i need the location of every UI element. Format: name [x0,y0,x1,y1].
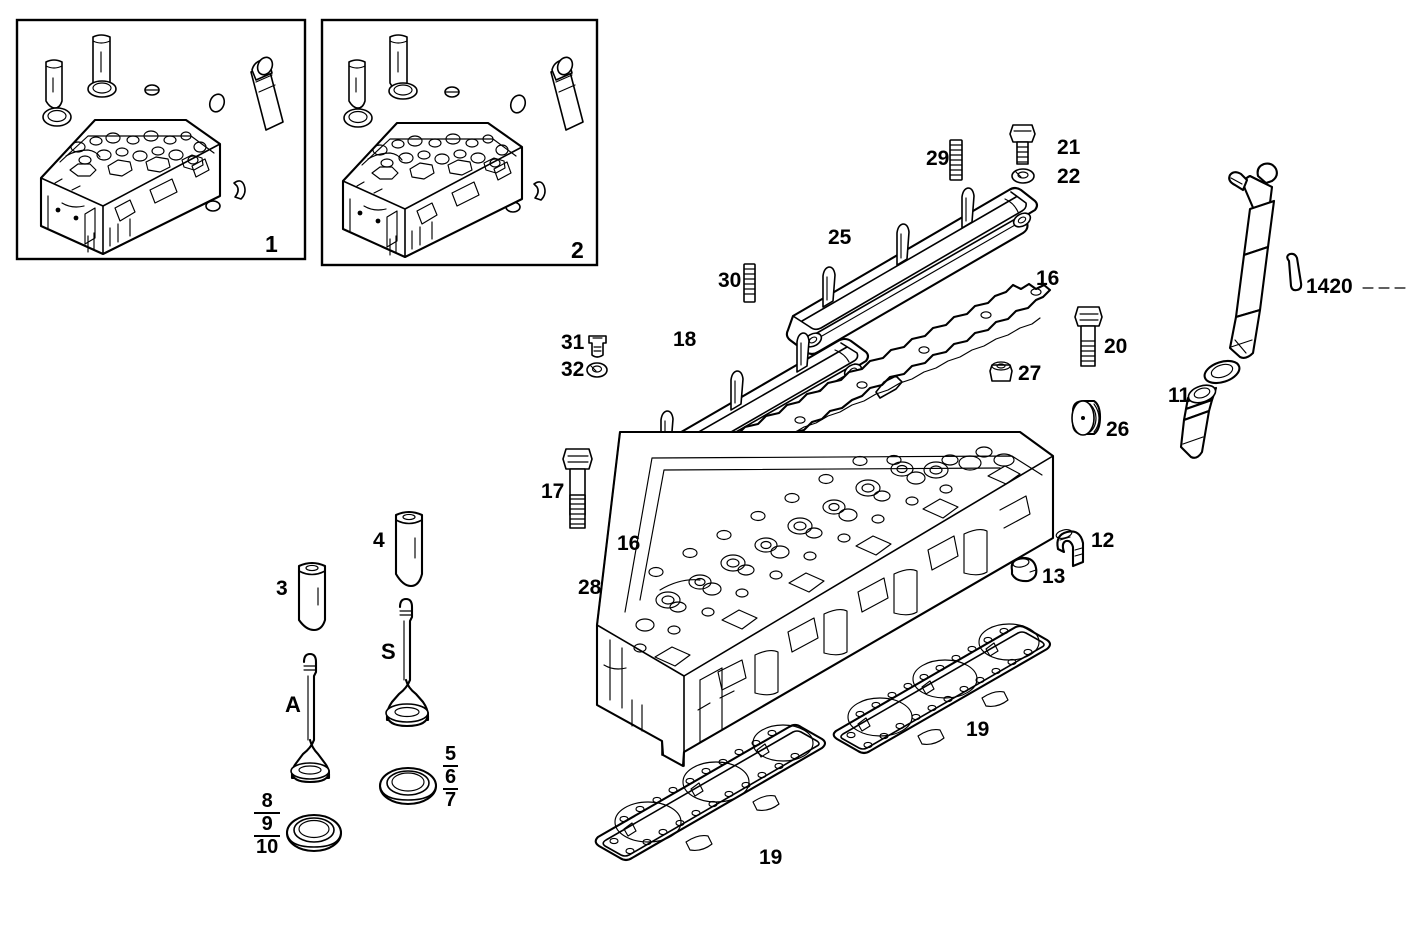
callout-13: 13 [1042,565,1066,588]
cylinder-head-gasket-lower-part [594,723,827,862]
callout-fraction-567: 5 6 7 [443,743,459,811]
callout-2: 2 [571,237,584,263]
callout-29: 29 [926,147,950,170]
box-1-parts [39,34,284,256]
callout-30: 30 [718,269,742,292]
callout-21: 21 [1057,136,1081,159]
fraction-8910-bottom: 10 [254,834,281,858]
hex-bolt-21-part [1009,124,1036,165]
fraction-567-top: 5 [445,743,457,765]
valve-seat-ring-567 [378,766,438,806]
callout-S: S [381,639,396,664]
callout-27: 27 [1018,362,1042,385]
callout-17: 17 [541,480,565,503]
callout-19-upper: 19 [966,718,990,741]
fuel-injector-part [1179,162,1303,459]
callout-20: 20 [1104,335,1128,358]
callout-fraction-8910: 8 9 10 [254,790,281,858]
callout-32: 32 [561,358,585,381]
callout-A: A [285,692,301,717]
cylinder-head-main-part [595,430,1055,768]
callout-16-top: 16 [1036,267,1060,290]
screw-plug-31-part [588,335,607,358]
valve-guide-short-part [297,561,327,632]
valve-stem-seal-8910 [285,813,343,853]
washer-22-part [1011,168,1035,184]
sealing-nut-27-part [989,361,1013,382]
fraction-8910-top: 8 [261,790,273,812]
box-2-frame [320,18,599,267]
box-1-frame [15,18,307,261]
valve-cover-upper-part [785,186,1039,356]
cylinder-head-gasket-upper-part [832,623,1052,755]
callout-1: 1 [265,231,278,257]
callout-1420: 1420 [1306,275,1353,298]
callout-25: 25 [828,226,852,249]
callout-18: 18 [673,328,697,351]
callout-22: 22 [1057,165,1081,188]
callout-3: 3 [276,577,288,600]
coolant-elbow-12-part [1055,529,1085,568]
fraction-8910-middle: 9 [254,811,281,835]
seal-washer-32-part [586,362,608,378]
stud-30-part [743,263,756,303]
fraction-567-middle: 6 [443,764,459,788]
callout-26: 26 [1106,418,1130,441]
callout-11: 11 [1168,384,1191,407]
callout-16-bottom: 16 [617,532,641,555]
exhaust-valve-part [290,652,331,784]
connector-fitting-13-part [1010,556,1038,583]
valve-guide-long-part [394,510,424,588]
callout-12: 12 [1091,529,1115,552]
cylinder-head-bolt-20-part [1074,306,1103,367]
callout-28: 28 [578,576,602,599]
fraction-567-bottom: 7 [443,787,459,811]
callout-19-lower: 19 [759,846,783,869]
freeze-plug-cap-26-part [1071,399,1102,436]
stud-29-part [949,139,963,181]
callout-4: 4 [373,529,385,552]
cylinder-head-bolt-17-part [562,448,593,529]
box-2-parts [341,34,584,259]
callout-31: 31 [561,331,585,354]
intake-valve-part [385,597,430,728]
